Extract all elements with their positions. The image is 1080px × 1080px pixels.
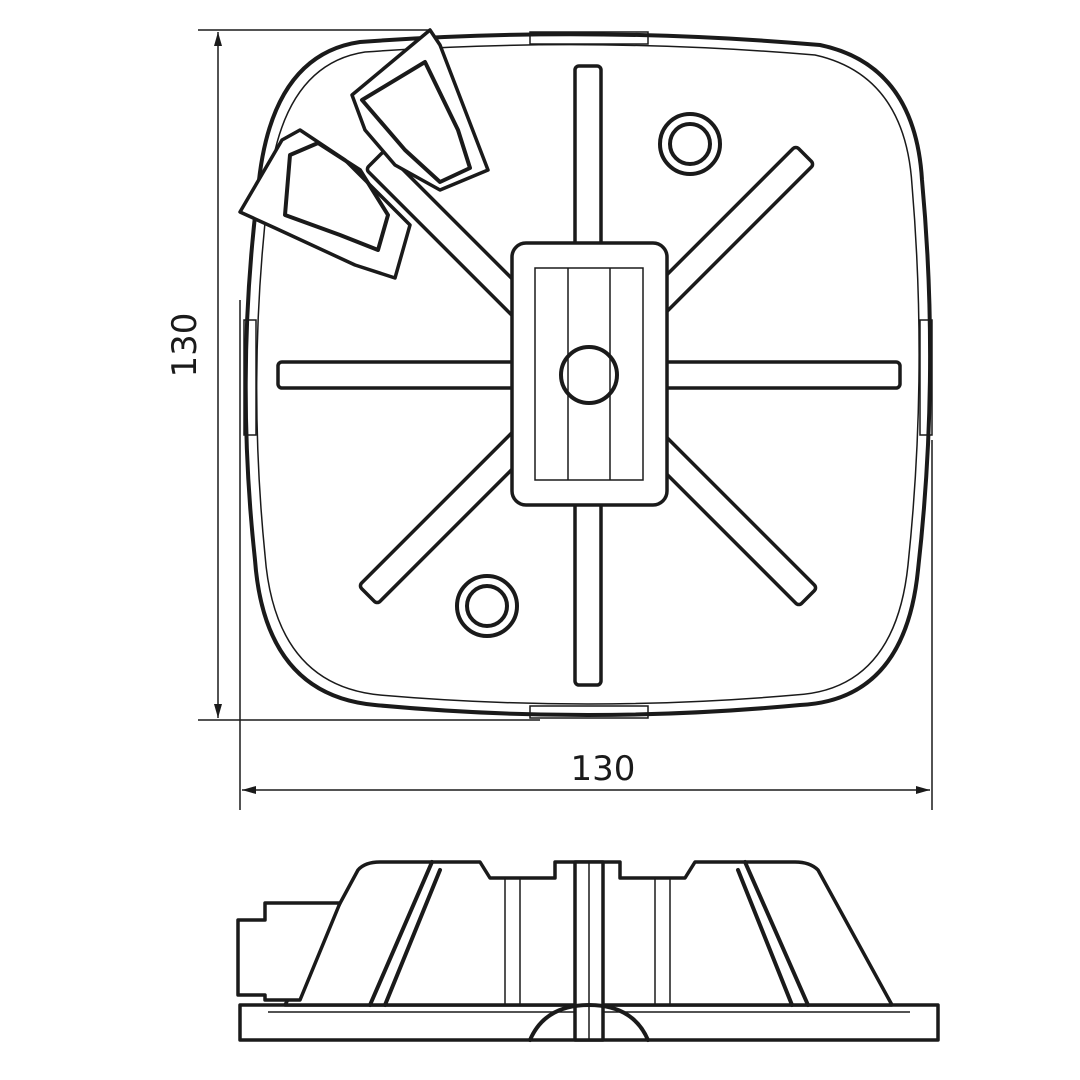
outer-outline bbox=[243, 32, 933, 717]
width-label: 130 bbox=[571, 749, 636, 789]
right-tab bbox=[919, 319, 933, 436]
height-dimension: 130 bbox=[165, 29, 540, 721]
width-dimension: 130 bbox=[239, 300, 933, 810]
center-block bbox=[510, 241, 669, 507]
height-label: 130 bbox=[165, 313, 205, 378]
inner-outline bbox=[255, 43, 920, 705]
center-hole bbox=[559, 345, 619, 405]
hole-top-right bbox=[658, 112, 722, 176]
bottom-tab bbox=[529, 705, 649, 719]
ribs bbox=[276, 64, 902, 687]
edge-clips bbox=[238, 28, 490, 280]
center-slot bbox=[534, 267, 644, 481]
hole-bottom-left bbox=[455, 574, 519, 638]
top-tab bbox=[529, 31, 649, 45]
side-view bbox=[236, 860, 940, 1042]
top-view bbox=[238, 28, 933, 719]
left-tab bbox=[243, 319, 257, 436]
